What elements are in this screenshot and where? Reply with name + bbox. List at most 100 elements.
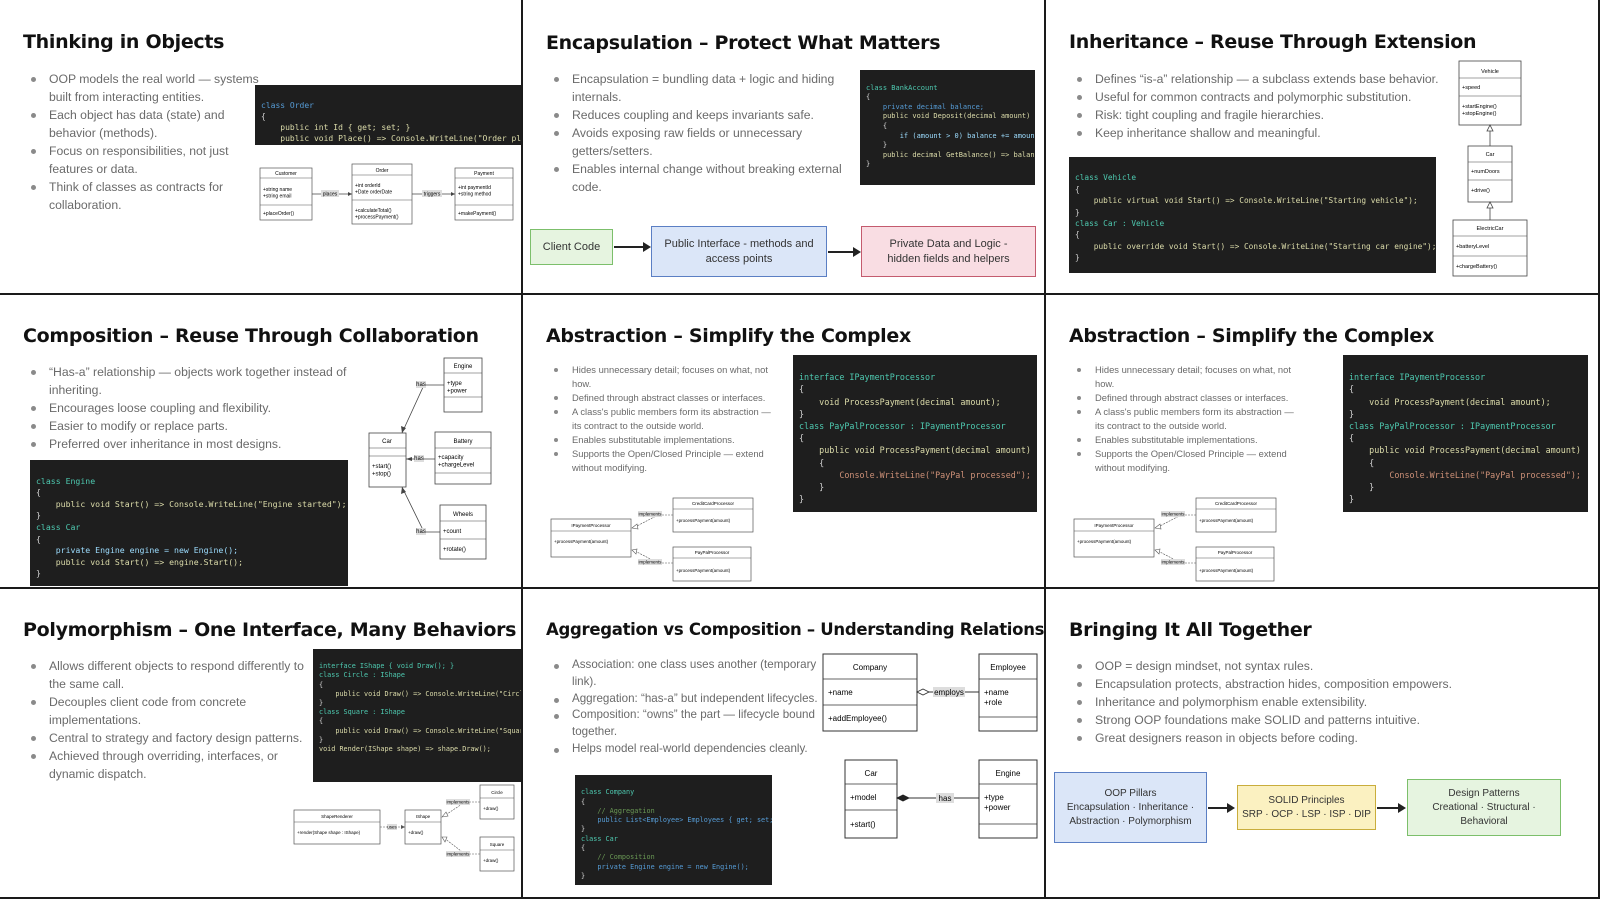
svg-text:+calculateTotal()+processPayme: +calculateTotal()+processPayment() <box>355 208 399 220</box>
bullet: Easier to modify or replace parts. <box>23 417 358 435</box>
code-line: class BankAccount <box>866 83 938 92</box>
code-line: { <box>261 112 266 121</box>
slide-aggregation-vs-composition[interactable]: Aggregation vs Composition – Understandi… <box>523 589 1044 899</box>
svg-text:ElectricCar: ElectricCar <box>1477 226 1504 232</box>
bullet: Enables internal change without breaking… <box>546 160 846 196</box>
bullet: Keep inheritance shallow and meaningful. <box>1069 124 1449 142</box>
bullet: OOP = design mindset, not syntax rules. <box>1069 657 1509 675</box>
slide-thinking-in-objects[interactable]: Thinking in Objects OOP models the real … <box>0 0 521 293</box>
code-line: { <box>799 457 825 468</box>
slide-inheritance[interactable]: Inheritance – Reuse Through Extension De… <box>1046 0 1600 293</box>
bullet: Inheritance and polymorphism enable exte… <box>1069 693 1509 711</box>
code-block: interface IShape { void Draw(); }class C… <box>313 649 521 782</box>
bullet: Defined through abstract classes or inte… <box>1069 391 1299 405</box>
code-line: } <box>1349 408 1355 419</box>
bullet: Supports the Open/Closed Principle — ext… <box>546 447 776 475</box>
svg-text:Car: Car <box>1486 152 1495 158</box>
svg-text:+processPayment(amount): +processPayment(amount) <box>1199 568 1254 573</box>
slide-abstraction-1[interactable]: Abstraction – Simplify the Complex Hides… <box>523 295 1044 587</box>
code-line: { <box>1075 230 1080 240</box>
code-line: public void ProcessPayment(decimal amoun… <box>1349 445 1581 456</box>
svg-text:+draw(): +draw() <box>483 806 499 811</box>
uml-class-payment: Payment +int paymentId+string method +ma… <box>454 167 514 221</box>
grid-divider <box>1044 0 1046 899</box>
svg-text:+rotate(): +rotate() <box>443 547 466 553</box>
svg-text:IPaymentProcessor: IPaymentProcessor <box>571 523 611 528</box>
svg-text:Engine: Engine <box>996 769 1021 778</box>
arrow-head-icon <box>1398 803 1406 813</box>
bullet: Great designers reason in objects before… <box>1069 729 1509 747</box>
slide-encapsulation[interactable]: Encapsulation – Protect What Matters Enc… <box>523 0 1044 293</box>
code-line: // Composition <box>581 853 655 862</box>
bullet: Central to strategy and factory design p… <box>23 729 308 747</box>
slide-composition[interactable]: Composition – Reuse Through Collaboratio… <box>0 295 521 587</box>
svg-text:+startEngine()+stopEngine(): +startEngine()+stopEngine() <box>1462 104 1497 117</box>
slide-polymorphism[interactable]: Polymorphism – One Interface, Many Behav… <box>0 589 521 899</box>
bullet: Risk: tight coupling and fragile hierarc… <box>1069 106 1449 124</box>
bullet: Hides unnecessary detail; focuses on wha… <box>546 363 776 391</box>
uml-diagram: Company +name +addEmployee() Employee +n… <box>822 653 1038 839</box>
svg-text:PayPalProcessor: PayPalProcessor <box>695 550 730 555</box>
svg-text:+name+role: +name+role <box>984 688 1009 707</box>
svg-text:CreditCardProcessor: CreditCardProcessor <box>692 501 735 506</box>
bullet-list: Encapsulation = bundling data + logic an… <box>546 70 846 196</box>
bullet: Enables substitutable implementations. <box>1069 433 1299 447</box>
uml-diagram: ShapeRenderer +render(Shape shape : ISha… <box>293 784 515 872</box>
svg-text:+string name+string email: +string name+string email <box>263 187 292 199</box>
svg-text:+drive(): +drive() <box>1471 188 1490 194</box>
code-line: { <box>799 433 805 444</box>
slide-abstraction-2[interactable]: Abstraction – Simplify the Complex Hides… <box>1046 295 1600 587</box>
svg-text:+processPayment(amount): +processPayment(amount) <box>1199 518 1254 523</box>
slide-title: Thinking in Objects <box>23 31 225 53</box>
bullet: A class's public members form its abstra… <box>1069 405 1299 433</box>
svg-text:+speed: +speed <box>1462 85 1480 91</box>
bullet: Each object has data (state) and behavio… <box>23 106 259 142</box>
bullet: A class's public members form its abstra… <box>546 405 776 433</box>
arrow-head-icon <box>853 247 861 257</box>
code-line: } <box>36 510 41 521</box>
svg-text:IShape: IShape <box>416 814 431 819</box>
code-line: public int Id { get; set; } <box>261 123 411 132</box>
svg-text:Order: Order <box>376 168 389 174</box>
bullet-list: OOP = design mindset, not syntax rules. … <box>1069 657 1509 747</box>
svg-text:has: has <box>416 529 426 535</box>
code-line: { <box>36 533 41 544</box>
bullet: Enables substitutable implementations. <box>546 433 776 447</box>
code-block: class Company{ // Aggregation public Lis… <box>575 775 772 885</box>
bullet: Defined through abstract classes or inte… <box>546 391 776 405</box>
svg-text:PayPalProcessor: PayPalProcessor <box>1218 550 1253 555</box>
code-line: void ProcessPayment(decimal amount); <box>1349 396 1551 407</box>
bullet: Hides unnecessary detail; focuses on wha… <box>1069 363 1299 391</box>
uml-diagram: Engine +type+power Car +start()+stop() B… <box>368 357 492 560</box>
code-block: class Engine{ public void Start() => Con… <box>30 460 348 586</box>
code-line: interface IShape { void Draw(); } <box>319 662 455 671</box>
code-line: public void Start() => engine.Start(); <box>36 556 244 567</box>
arrow-icon <box>828 251 854 253</box>
code-line: { <box>799 384 805 395</box>
code-line: public override void Start() => Console.… <box>1075 241 1436 251</box>
svg-text:implements: implements <box>446 800 470 805</box>
svg-text:+start()+stop(): +start()+stop() <box>372 464 391 478</box>
bullet: Avoids exposing raw fields or unnecessar… <box>546 124 846 160</box>
svg-text:+int orderId+Date orderDate: +int orderId+Date orderDate <box>355 183 392 195</box>
code-line: } <box>1349 482 1375 493</box>
code-line: } <box>1075 207 1080 217</box>
arrow-head-icon <box>643 242 651 252</box>
svg-text:+chargeBattery(): +chargeBattery() <box>1456 264 1497 270</box>
slide-bringing-it-together[interactable]: Bringing It All Together OOP = design mi… <box>1046 589 1600 899</box>
svg-text:has: has <box>414 456 424 462</box>
uml-diagram: Customer +string name+string email +plac… <box>259 163 514 225</box>
code-line: public void Start() => Console.WriteLine… <box>36 498 347 509</box>
bullet: Preferred over inheritance in most desig… <box>23 435 358 453</box>
svg-text:+capacity+chargeLevel: +capacity+chargeLevel <box>438 455 474 469</box>
bullet: Decouples client code from concrete impl… <box>23 693 308 729</box>
code-line: } <box>36 568 41 579</box>
code-line: } <box>581 825 586 834</box>
code-line: { <box>319 717 324 726</box>
svg-text:+processPayment(amount): +processPayment(amount) <box>1077 539 1132 544</box>
code-line: // Aggregation <box>581 806 655 815</box>
code-line: { <box>1349 433 1355 444</box>
grid-divider <box>1598 0 1600 899</box>
flow-oop-pillars: OOP Pillars Encapsulation · Inheritance … <box>1054 772 1207 843</box>
slide-title: Inheritance – Reuse Through Extension <box>1069 31 1477 53</box>
